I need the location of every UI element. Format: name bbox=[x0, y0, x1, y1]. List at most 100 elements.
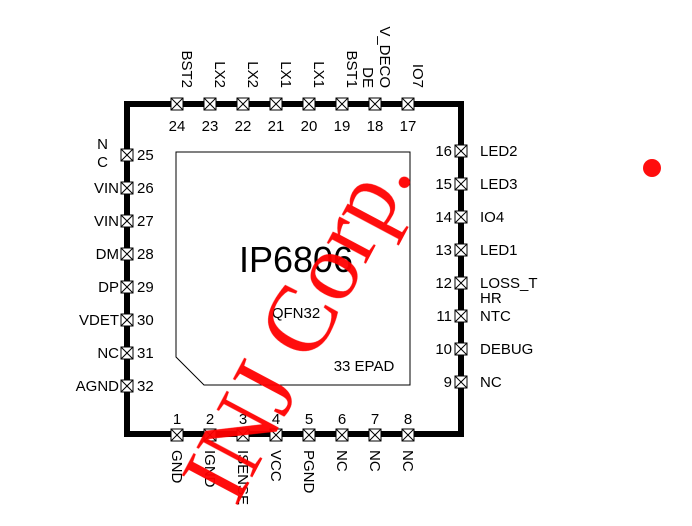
pin-16-number: 16 bbox=[435, 143, 452, 160]
pin-18-label-2: DE bbox=[359, 67, 376, 88]
pin-25-label: N bbox=[97, 136, 108, 153]
pin-9-pad bbox=[454, 375, 468, 389]
pin-26-label: VIN bbox=[94, 180, 119, 197]
pin-15-label: LED3 bbox=[480, 176, 518, 193]
pin-16-pad bbox=[454, 144, 468, 158]
pin-18-pad bbox=[368, 97, 382, 111]
pin-3-label: ISENSE bbox=[234, 450, 251, 505]
pin-9-number: 9 bbox=[444, 374, 452, 391]
pin-9-label: NC bbox=[480, 374, 502, 391]
epad-label: 33 EPAD bbox=[334, 358, 395, 375]
pin-7-number: 7 bbox=[371, 411, 379, 428]
pin-13-label: LED1 bbox=[480, 242, 518, 259]
pin-10-label: DEBUG bbox=[480, 341, 533, 358]
pin-5-number: 5 bbox=[305, 411, 313, 428]
pin-26-number: 26 bbox=[137, 180, 154, 197]
pin-29-pad bbox=[120, 280, 134, 294]
pin-15-number: 15 bbox=[435, 176, 452, 193]
pin-12-label-2: HR bbox=[480, 290, 502, 307]
pin-19-label: BST1 bbox=[343, 50, 360, 88]
pin-4-number: 4 bbox=[272, 411, 280, 428]
watermark-dot bbox=[643, 159, 661, 177]
pin-7-pad bbox=[368, 428, 382, 442]
pin-19-number: 19 bbox=[334, 118, 351, 135]
pin-19-pad bbox=[335, 97, 349, 111]
pin-2-label: IGND bbox=[201, 450, 218, 488]
pin-32-number: 32 bbox=[137, 378, 154, 395]
pin-25-number: 25 bbox=[137, 147, 154, 164]
pin-4-pad bbox=[269, 428, 283, 442]
pin-11-pad bbox=[454, 309, 468, 323]
pin-18-label: V_DECO bbox=[376, 26, 393, 88]
pin-31-pad bbox=[120, 346, 134, 360]
pin-21-pad bbox=[269, 97, 283, 111]
pin-6-number: 6 bbox=[338, 411, 346, 428]
watermark-text: INJ Corp. bbox=[160, 133, 432, 518]
pin-7-label: NC bbox=[366, 450, 383, 472]
pin-13-number: 13 bbox=[435, 242, 452, 259]
pin-30-label: VDET bbox=[79, 312, 119, 329]
pin-29-number: 29 bbox=[137, 279, 154, 296]
pin-25-pad bbox=[120, 148, 134, 162]
pin-28-pad bbox=[120, 247, 134, 261]
pin-15-pad bbox=[454, 177, 468, 191]
pin-6-label: NC bbox=[333, 450, 350, 472]
pin-12-number: 12 bbox=[435, 275, 452, 292]
pin-23-number: 23 bbox=[202, 118, 219, 135]
pin-14-label: IO4 bbox=[480, 209, 504, 226]
pin-23-label: LX2 bbox=[211, 61, 228, 88]
pin-27-pad bbox=[120, 214, 134, 228]
pin-1-pad bbox=[170, 428, 184, 442]
pin-14-number: 14 bbox=[435, 209, 452, 226]
pin-22-number: 22 bbox=[235, 118, 252, 135]
pin-8-pad bbox=[401, 428, 415, 442]
pin-4-label: VCC bbox=[267, 450, 284, 482]
pin-1-label: GND bbox=[168, 450, 185, 484]
pin-11-number: 11 bbox=[436, 308, 452, 325]
pin-31-number: 31 bbox=[137, 345, 154, 362]
pin-27-label: VIN bbox=[94, 213, 119, 230]
pin-8-label: NC bbox=[399, 450, 416, 472]
pin-30-number: 30 bbox=[137, 312, 154, 329]
pin-17-label: IO7 bbox=[409, 64, 426, 88]
pin-24-label: BST2 bbox=[178, 50, 195, 88]
pin-29-label: DP bbox=[98, 279, 119, 296]
pin-5-label: PGND bbox=[300, 450, 317, 494]
pin-10-number: 10 bbox=[435, 341, 452, 358]
pin-17-pad bbox=[401, 97, 415, 111]
pin-18-number: 18 bbox=[367, 118, 384, 135]
pin-28-label: DM bbox=[96, 246, 119, 263]
pin-6-pad bbox=[335, 428, 349, 442]
pin-32-pad bbox=[120, 379, 134, 393]
pin-24-number: 24 bbox=[169, 118, 186, 135]
pin-2-pad bbox=[203, 428, 217, 442]
package-outline bbox=[124, 101, 464, 437]
package-label: QFN32 bbox=[272, 305, 320, 322]
pin-3-number: 3 bbox=[239, 411, 247, 428]
pin-17-number: 17 bbox=[400, 118, 417, 135]
pin-22-label: LX2 bbox=[244, 61, 261, 88]
pin-14-pad bbox=[454, 210, 468, 224]
pin-28-number: 28 bbox=[137, 246, 154, 263]
pin-32-label: AGND bbox=[76, 378, 120, 395]
pin-16-label: LED2 bbox=[480, 143, 518, 160]
pin-27-number: 27 bbox=[137, 213, 154, 230]
pin-13-pad bbox=[454, 243, 468, 257]
pin-20-label: LX1 bbox=[310, 61, 327, 88]
pin-10-pad bbox=[454, 342, 468, 356]
pin-1-number: 1 bbox=[173, 411, 181, 428]
pin-23-pad bbox=[203, 97, 217, 111]
die-outline bbox=[175, 151, 411, 386]
pin-24-pad bbox=[170, 97, 184, 111]
pin-11-label: NTC bbox=[480, 308, 511, 325]
chip-name: IP6806 bbox=[239, 239, 353, 280]
pin-21-label: LX1 bbox=[277, 61, 294, 88]
pin-12-label: LOSS_T bbox=[480, 275, 538, 292]
pin-31-label: NC bbox=[97, 345, 119, 362]
pin-20-pad bbox=[302, 97, 316, 111]
pin-3-pad bbox=[236, 428, 250, 442]
pin-12-pad bbox=[454, 276, 468, 290]
pin-30-pad bbox=[120, 313, 134, 327]
